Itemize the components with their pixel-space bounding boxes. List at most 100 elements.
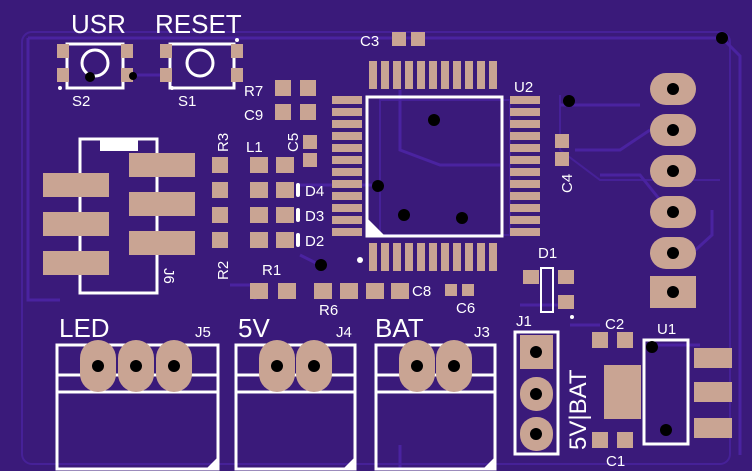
diode-d3 <box>250 207 300 223</box>
qfp-pin-pad <box>429 243 437 271</box>
label-usr: USR <box>71 9 126 39</box>
label-c8: C8 <box>412 283 431 300</box>
qfp-pin-pad <box>369 243 377 271</box>
diode-d2 <box>250 232 300 248</box>
label-c1: C1 <box>606 453 625 470</box>
diode-d4 <box>250 182 300 198</box>
qfp-pin-pad <box>510 144 540 152</box>
silkscreen-labels: USR RESET S2 S1 C3 R7 C9 R3 C5 L1 D4 D3 … <box>59 9 676 470</box>
capacitor-c1 <box>592 432 633 448</box>
label-j3: J3 <box>474 324 490 341</box>
label-l1: L1 <box>246 139 263 156</box>
microcontroller-u2 <box>315 61 575 271</box>
qfp-pin-pad <box>332 96 362 104</box>
diode-d1 <box>523 267 574 319</box>
header-6pin <box>650 73 696 308</box>
label-j1: J1 <box>516 313 532 330</box>
capacitor-c2 <box>592 332 633 348</box>
qfp-pin-pad <box>510 180 540 188</box>
qfp-pin-pad <box>332 168 362 176</box>
qfp-pin-pad <box>510 168 540 176</box>
capacitor-c3 <box>392 32 425 46</box>
regulator-tab-pad <box>604 365 641 419</box>
capacitor-c4 <box>555 134 569 166</box>
qfp-pin-pad <box>429 61 437 89</box>
jumper-j1 <box>513 330 560 456</box>
regulator-u1 <box>642 338 732 446</box>
label-u2: U2 <box>514 79 533 96</box>
label-c4: C4 <box>559 174 576 193</box>
qfp-pin-pad <box>441 61 449 89</box>
qfp-pin-pad <box>332 144 362 152</box>
label-c6: C6 <box>456 300 475 317</box>
switch-s2 <box>57 42 137 90</box>
resistor-r1 <box>250 283 296 299</box>
label-r6: R6 <box>319 302 338 319</box>
qfp-pin-pad <box>332 120 362 128</box>
label-5v: 5V <box>238 313 270 343</box>
label-r7: R7 <box>244 83 263 100</box>
label-s1: S1 <box>178 93 196 110</box>
label-c9: C9 <box>244 107 263 124</box>
qfp-pin-pad <box>332 192 362 200</box>
label-bat: BAT <box>375 313 424 343</box>
qfp-pin-pad <box>477 61 485 89</box>
qfp-pin-pad <box>465 243 473 271</box>
qfp-pin-pad <box>510 108 540 116</box>
label-d1: D1 <box>538 245 557 262</box>
qfp-pin-pad <box>453 61 461 89</box>
qfp-pin-pad <box>393 61 401 89</box>
qfp-pin-pad <box>510 216 540 224</box>
qfp-pin-pad <box>465 61 473 89</box>
label-j6: J6 <box>160 268 177 284</box>
connector-j4 <box>234 340 357 471</box>
qfp-pin-pad <box>332 216 362 224</box>
label-c3: C3 <box>360 33 379 50</box>
qfp-pin-pad <box>510 96 540 104</box>
label-r1: R1 <box>262 262 281 279</box>
resistor-r7 <box>275 80 316 96</box>
qfp-pin-pad <box>405 243 413 271</box>
qfp-pin-pad <box>332 180 362 188</box>
qfp-pin-pad <box>489 243 497 271</box>
qfp-pin-pad <box>510 120 540 128</box>
qfp-pin-pad <box>510 204 540 212</box>
qfp-pin-pad <box>510 192 540 200</box>
label-5v-bat: 5V|BAT <box>565 369 592 450</box>
qfp-pin-pad <box>332 228 362 236</box>
qfp-pin-pad <box>417 243 425 271</box>
qfp-pin-pad <box>405 61 413 89</box>
qfp-pin-pad <box>393 243 401 271</box>
qfp-pin-pad <box>441 243 449 271</box>
connector-j6 <box>43 137 195 295</box>
label-c5: C5 <box>285 133 302 152</box>
qfp-pin-pad <box>332 156 362 164</box>
qfp-pin-pad <box>477 243 485 271</box>
qfp-pin-pad <box>453 243 461 271</box>
via <box>716 32 728 44</box>
label-d2: D2 <box>305 233 324 250</box>
qfp-pin-pad <box>489 61 497 89</box>
qfp-pin-pad <box>381 61 389 89</box>
capacitor-c9 <box>275 104 316 120</box>
qfp-pin-pad <box>510 228 540 236</box>
label-led: LED <box>59 313 110 343</box>
qfp-pin-pad <box>332 132 362 140</box>
label-d4: D4 <box>305 183 324 200</box>
resistor-r3-array <box>212 157 228 248</box>
connector-j3 <box>374 340 497 471</box>
qfp-pin-pad <box>417 61 425 89</box>
label-r3: R3 <box>215 133 232 152</box>
inductor-l1 <box>250 157 294 173</box>
label-reset: RESET <box>155 9 242 39</box>
label-r2: R2 <box>215 261 232 280</box>
qfp-pin-pad <box>381 243 389 271</box>
qfp-pin-pad <box>510 132 540 140</box>
qfp-pin-pad <box>332 108 362 116</box>
qfp-pin-pad <box>332 204 362 212</box>
resistor-r6 <box>314 283 358 299</box>
label-u1: U1 <box>657 321 676 338</box>
capacitor-c5 <box>303 135 317 167</box>
label-d3: D3 <box>305 208 324 225</box>
